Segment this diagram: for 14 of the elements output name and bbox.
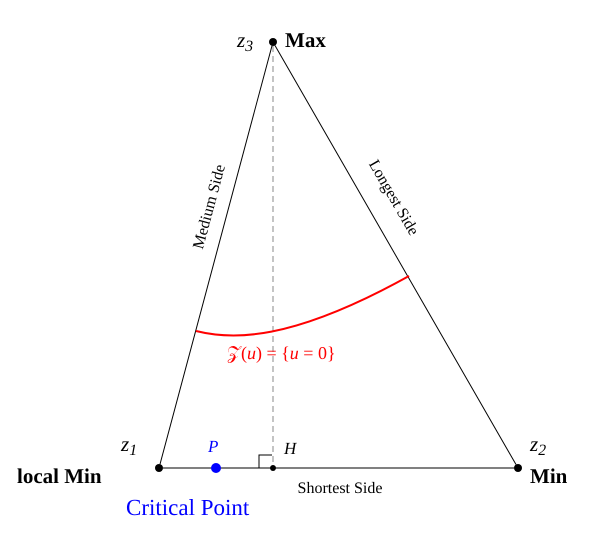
edge-label: Shortest Side	[298, 481, 382, 497]
point-label: Min	[530, 466, 568, 487]
triangle-side	[160, 45, 272, 465]
point-label: H	[284, 440, 296, 457]
point-label: P	[208, 438, 218, 455]
point-label: local Min	[17, 466, 102, 487]
triangle-side	[274, 44, 516, 466]
point-label: z$_{2}$	[530, 434, 546, 455]
point-label: z$_{1}$	[121, 434, 138, 455]
point-label: Max	[285, 30, 326, 51]
point-caption: Critical Point	[126, 496, 250, 519]
edge-label: Medium Side	[191, 163, 229, 251]
curve-label: 𝒵(u) = {u = 0}	[227, 344, 336, 362]
point-label: z$_{3}$	[237, 30, 254, 51]
